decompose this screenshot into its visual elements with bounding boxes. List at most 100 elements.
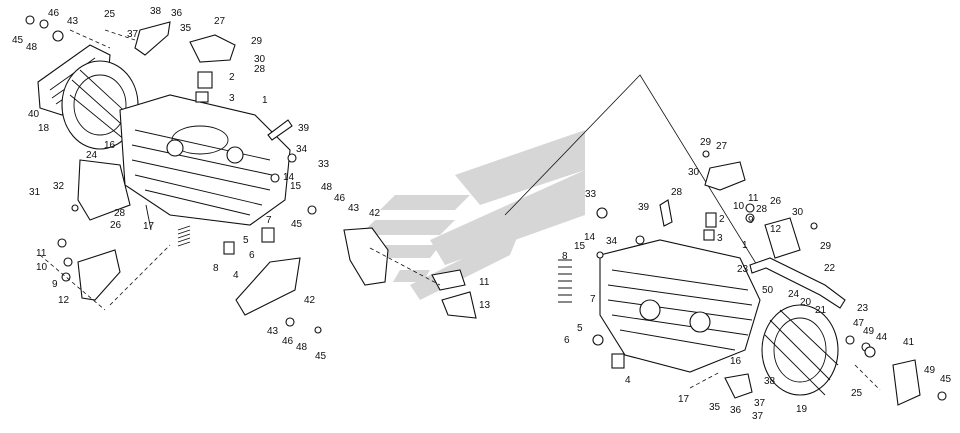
- part-label-27: 27: [214, 16, 226, 27]
- part-label-45b: 45: [291, 219, 303, 230]
- part-label-1: 1: [262, 95, 268, 106]
- part-label-17r: 17: [678, 394, 690, 405]
- part-label-2r: 2: [719, 214, 725, 225]
- part-label-46: 46: [48, 8, 60, 19]
- part-label-22r: 22: [824, 263, 836, 274]
- part-label-43b: 43: [348, 203, 360, 214]
- part-label-21r: 21: [815, 305, 827, 316]
- part-label-6r: 6: [564, 335, 570, 346]
- part-label-41r: 41: [903, 337, 915, 348]
- part-label-7: 7: [266, 215, 272, 226]
- part-label-28b: 28: [114, 208, 126, 219]
- part-label-9: 9: [52, 279, 58, 290]
- part-label-33r: 33: [585, 189, 597, 200]
- watermark-logo: [360, 130, 585, 300]
- part-label-47r: 47: [853, 318, 865, 329]
- left-cylinder-head-group: [25, 15, 477, 334]
- part-label-44r: 44: [876, 332, 888, 343]
- part-label-30r: 30: [688, 167, 700, 178]
- part-label-12r: 12: [770, 224, 782, 235]
- part-label-35: 35: [180, 23, 192, 34]
- part-label-24: 24: [86, 150, 98, 161]
- part-label-35r: 35: [709, 402, 721, 413]
- part-label-19r: 19: [796, 404, 808, 415]
- part-label-11: 11: [36, 248, 47, 259]
- part-label-12: 12: [58, 295, 70, 306]
- part-label-5r: 5: [577, 323, 583, 334]
- part-label-14: 14: [283, 172, 295, 183]
- part-label-45: 45: [12, 35, 24, 46]
- part-label-30: 30: [254, 54, 266, 65]
- part-label-10: 10: [36, 262, 48, 273]
- part-label-29r2: 29: [820, 241, 832, 252]
- part-label-37r2: 37: [752, 411, 764, 422]
- part-label-49r2: 49: [924, 365, 936, 376]
- part-label-28r2: 28: [756, 204, 768, 215]
- part-label-31: 31: [29, 187, 41, 198]
- part-label-13: 13: [479, 300, 491, 311]
- part-label-39: 39: [298, 123, 310, 134]
- part-label-4r: 4: [625, 375, 631, 386]
- part-label-25: 25: [104, 9, 116, 20]
- part-label-33: 33: [318, 159, 330, 170]
- part-label-7r: 7: [590, 294, 596, 305]
- part-label-14r: 14: [584, 232, 596, 243]
- part-label-2: 2: [229, 72, 235, 83]
- part-label-23r: 23: [737, 264, 749, 275]
- part-label-42: 42: [369, 208, 381, 219]
- part-label-46b: 46: [334, 193, 346, 204]
- part-label-27r: 27: [716, 141, 728, 152]
- part-label-11r: 11: [748, 193, 759, 204]
- part-label-26: 26: [110, 220, 122, 231]
- part-label-36r: 36: [730, 405, 742, 416]
- part-label-9r: 9: [748, 215, 754, 226]
- part-label-30r2: 30: [792, 207, 804, 218]
- part-label-40: 40: [28, 109, 40, 120]
- part-label-34: 34: [296, 144, 308, 155]
- part-label-28r: 28: [671, 187, 683, 198]
- part-label-32: 32: [53, 181, 65, 192]
- right-cylinder-head-group: [504, 74, 947, 406]
- part-label-29: 29: [251, 36, 263, 47]
- part-label-37r: 37: [754, 398, 766, 409]
- part-label-15r: 15: [574, 241, 586, 252]
- part-labels: 45 46 43 48 25 38 36 37 35 27 29 30 28 2…: [12, 6, 952, 422]
- part-label-20r: 20: [800, 297, 812, 308]
- part-label-29r: 29: [700, 137, 712, 148]
- part-label-43: 43: [67, 16, 79, 27]
- part-label-38r: 38: [764, 376, 776, 387]
- part-label-48b: 48: [321, 182, 333, 193]
- part-label-23r2: 23: [857, 303, 869, 314]
- part-label-45r: 45: [940, 374, 952, 385]
- part-label-25r: 25: [851, 388, 863, 399]
- part-label-6: 6: [249, 250, 255, 261]
- part-label-24r: 24: [788, 289, 800, 300]
- part-label-11b: 11: [479, 277, 490, 288]
- part-label-26r: 26: [770, 196, 782, 207]
- part-label-28: 28: [254, 64, 266, 75]
- part-label-8r: 8: [562, 251, 568, 262]
- part-label-48: 48: [26, 42, 38, 53]
- part-label-16r: 16: [730, 356, 742, 367]
- part-label-36: 36: [171, 8, 183, 19]
- part-label-42b: 42: [304, 295, 316, 306]
- part-label-3r: 3: [717, 233, 723, 244]
- part-label-39r: 39: [638, 202, 650, 213]
- part-label-43c: 43: [267, 326, 279, 337]
- part-label-8: 8: [213, 263, 219, 274]
- part-label-50r: 50: [762, 285, 774, 296]
- part-label-37: 37: [127, 29, 139, 40]
- part-label-1r: 1: [742, 240, 748, 251]
- part-label-34r: 34: [606, 236, 618, 247]
- part-label-16: 16: [104, 140, 116, 151]
- part-label-48c: 48: [296, 342, 308, 353]
- part-label-38: 38: [150, 6, 162, 17]
- part-label-15: 15: [290, 181, 302, 192]
- part-label-49r: 49: [863, 326, 875, 337]
- part-label-17: 17: [143, 221, 155, 232]
- part-label-3: 3: [229, 93, 235, 104]
- part-label-46c: 46: [282, 336, 294, 347]
- part-label-5: 5: [243, 235, 249, 246]
- part-label-18: 18: [38, 123, 50, 134]
